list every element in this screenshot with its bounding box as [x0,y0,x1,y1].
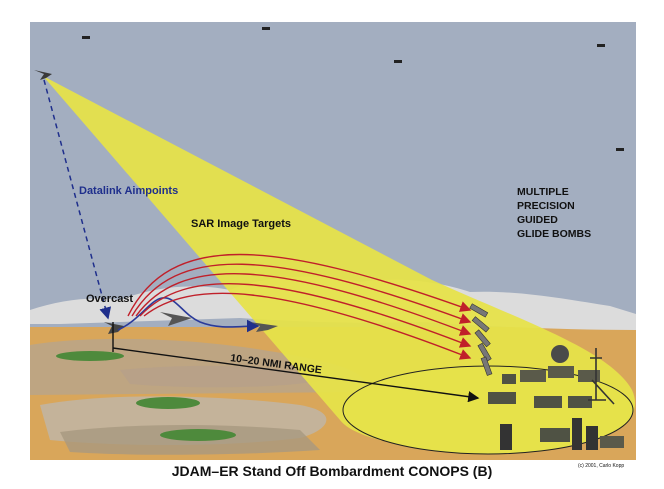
vegetation-patch [136,397,200,409]
multiple-label-line-2: PRECISION [517,200,575,212]
range-line [112,347,480,403]
target-vehicle [578,370,600,382]
sensor-aircraft-icon [34,70,52,80]
aircraft-icon [616,148,624,151]
aircraft-icon [262,27,270,30]
trajectory [135,273,472,336]
target-vehicle [600,436,624,448]
bomb-trajectories [127,253,472,360]
vegetation-patch [56,351,124,361]
target-vehicle [502,374,516,384]
target-building [500,424,512,450]
aircraft-icon [82,36,90,39]
radar-dish-icon [551,345,569,363]
flight-path [117,297,260,333]
copyright-label: (c) 2001, Carlo Kopp [578,463,624,469]
target-vehicle [488,392,516,404]
launch-aircraft-icon [104,322,124,334]
fighter-aircraft-icon [250,322,278,332]
bomb-icon [474,329,491,348]
target-building [572,418,582,450]
bomb-icon [480,356,493,376]
diagram-title: JDAM–ER Stand Off Bombardment CONOPS (B) [172,463,492,479]
aircraft-icon [597,44,605,47]
target-complex [488,345,624,450]
sar-label: SAR Image Targets [191,218,291,230]
target-vehicle [520,370,546,382]
glide-bombs [469,303,493,376]
distant-aircraft-group [82,27,624,151]
datalink-label: Datalink Aimpoints [79,185,178,197]
bomb-icon [469,303,489,318]
target-vehicle [548,366,574,378]
trajectory [139,283,472,348]
multiple-label-line-3: GUIDED [517,214,558,226]
trajectory [131,263,472,324]
trajectory [143,292,472,360]
overcast-label: Overcast [86,293,133,305]
target-vehicle [568,396,592,408]
target-vehicle [534,396,562,408]
multiple-label-line-4: GLIDE BOMBS [517,228,591,240]
bomb-icon [477,342,492,362]
radar-mast-icon [588,348,615,405]
target-building [586,426,598,450]
multiple-label-line-1: MULTIPLE [517,186,569,198]
aircraft-icon [394,60,402,63]
fighter-aircraft-icon [160,312,192,326]
trajectory [127,253,472,317]
bomb-icon [471,316,490,333]
vegetation-patch [160,429,236,441]
target-vehicle [540,428,570,442]
